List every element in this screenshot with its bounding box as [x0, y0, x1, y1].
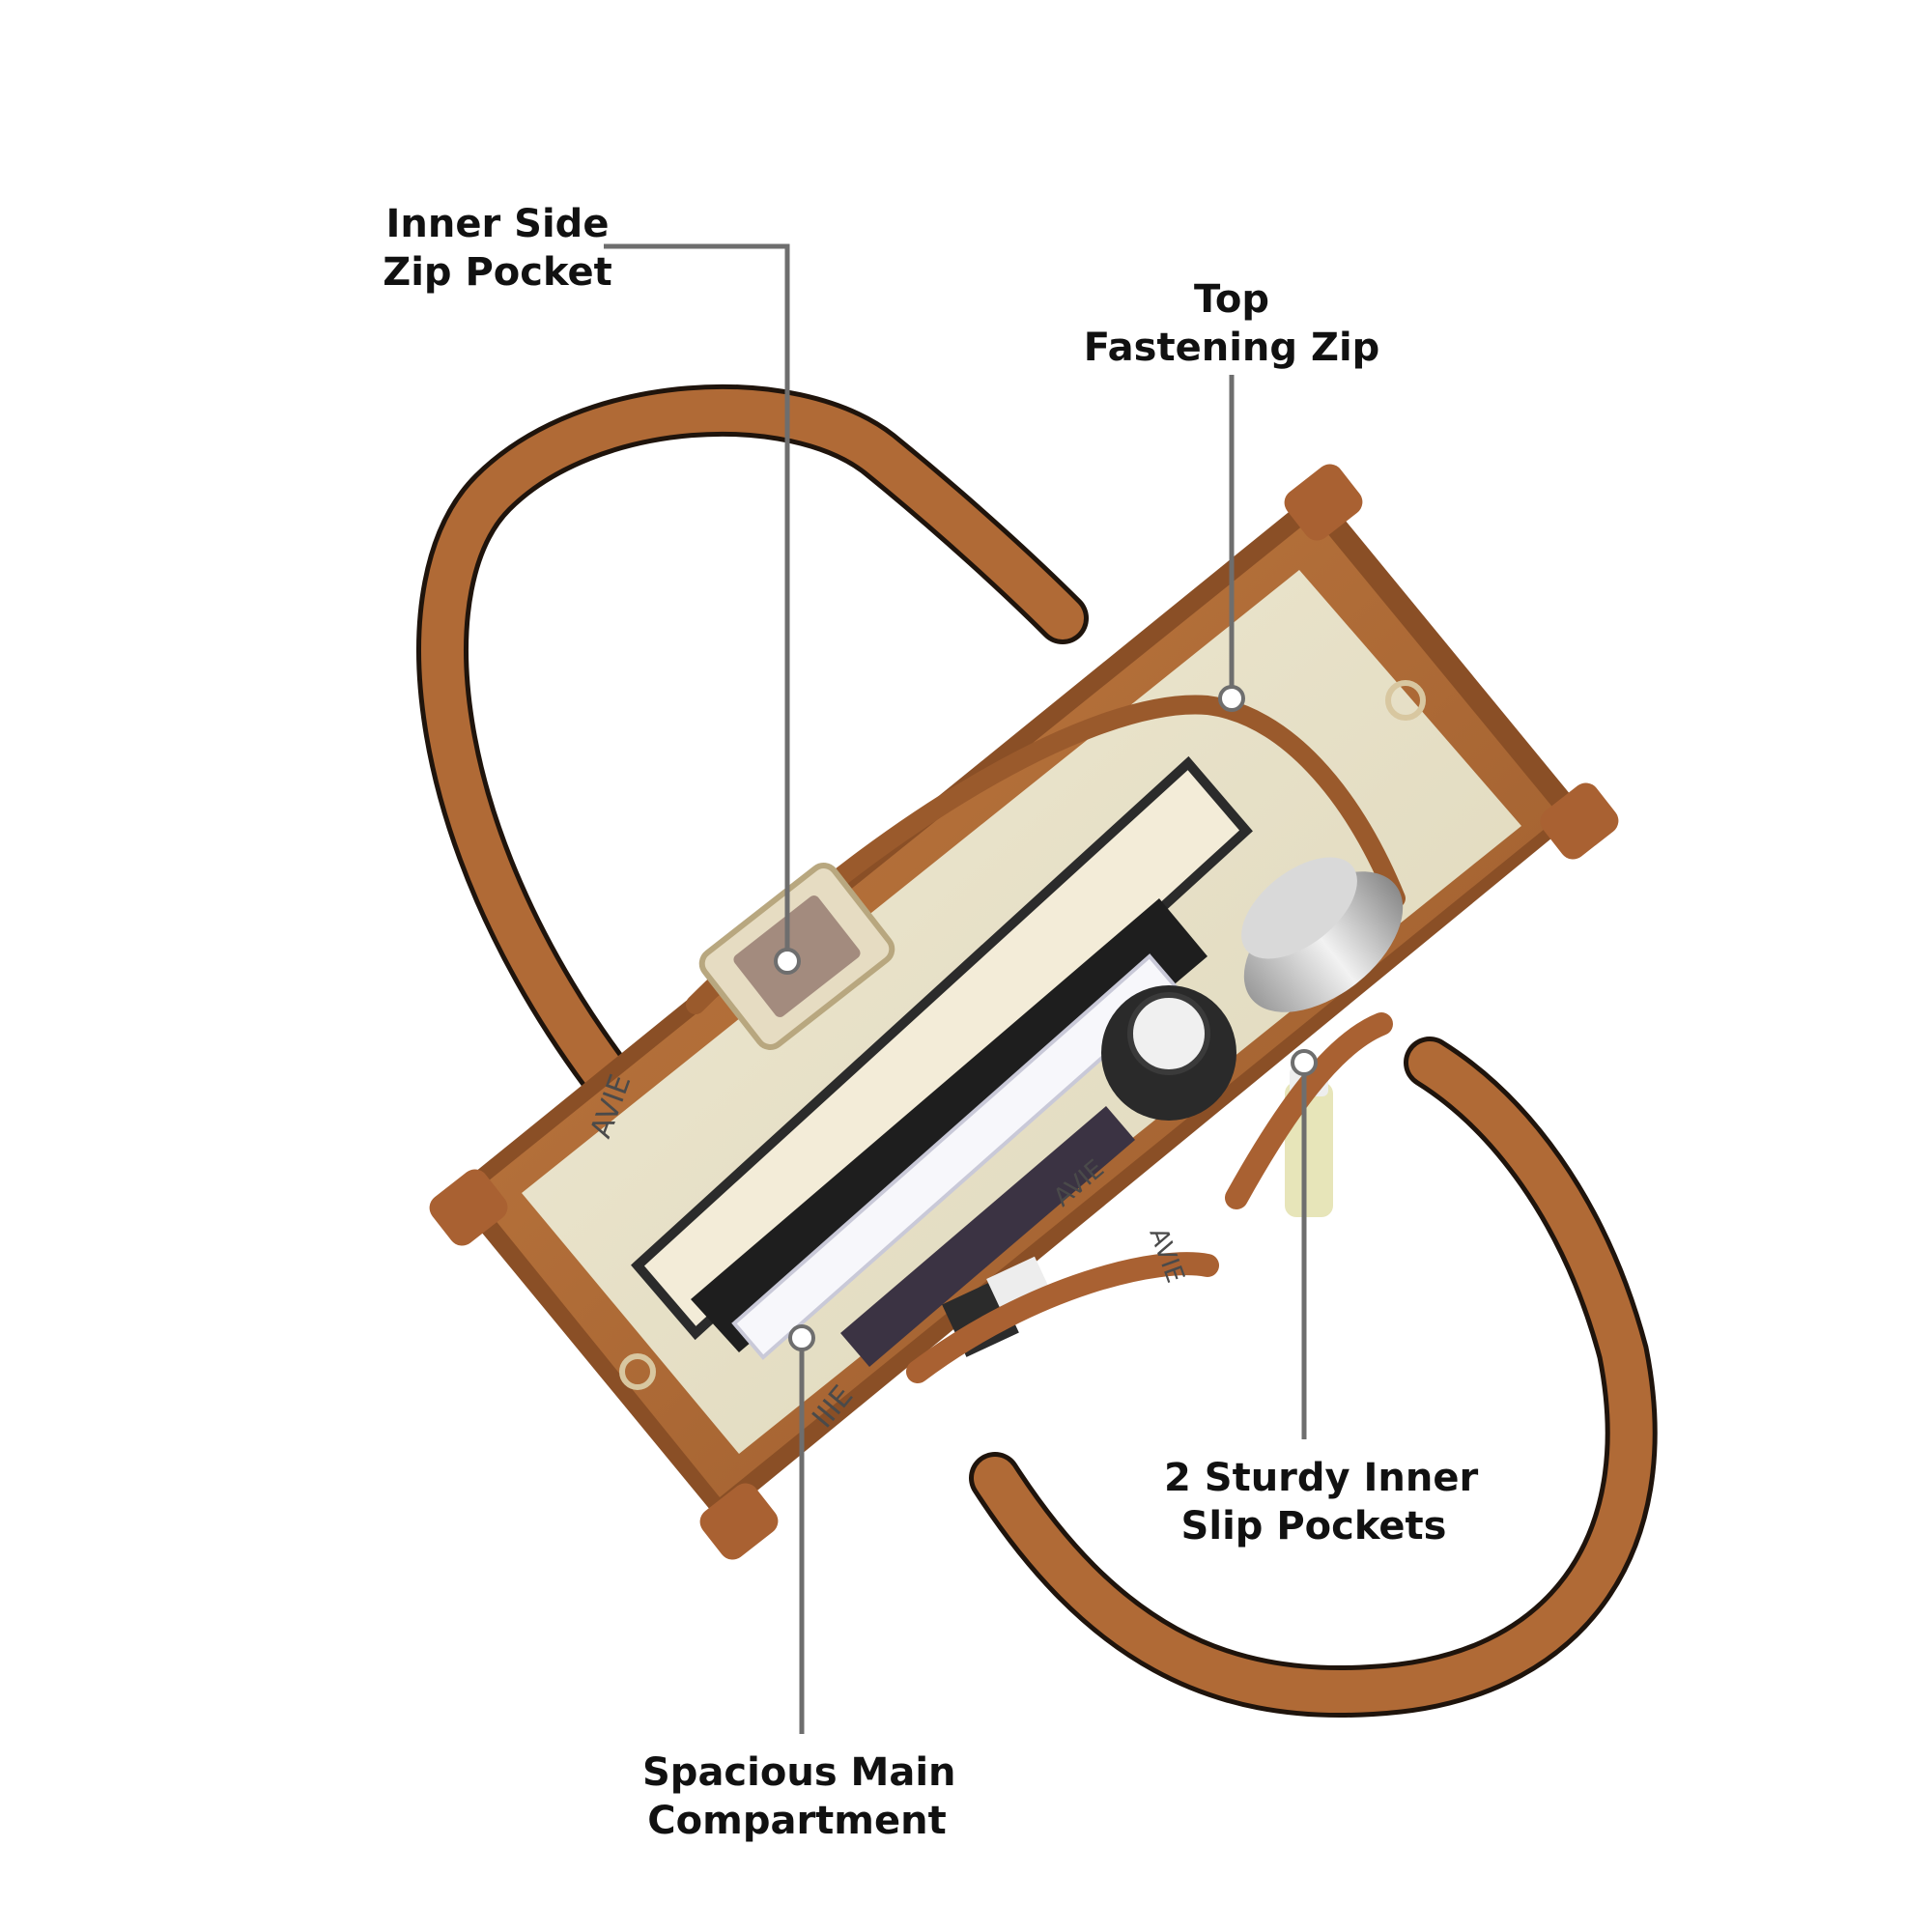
leader-lines [604, 243, 1307, 1734]
dot-top-zip [1218, 685, 1245, 712]
leader-inner-side-zip [604, 243, 790, 956]
inner-slip-pockets [906, 1012, 1393, 1383]
callout-spacious-main-compartment-line2: Compartment [647, 1799, 947, 1843]
callout-inner-side-zip-pocket-line1: Inner Side [385, 202, 610, 246]
callout-top-fastening-zip-line1: Top [1193, 277, 1270, 322]
dot-main-compartment [788, 1324, 815, 1351]
round-jar [1241, 857, 1404, 1012]
callout-inner-side-zip-pocket-line2: Zip Pocket [383, 250, 612, 295]
leader-dots [774, 685, 1318, 1351]
perfume-bottle [1101, 985, 1236, 1121]
callout-inner-side-zip-pocket: Inner Side Zip Pocket [377, 200, 618, 297]
top-zip-edge [686, 695, 1406, 1014]
callout-top-fastening-zip: Top Fastening Zip [1082, 275, 1381, 372]
handle-bottom-right [969, 1037, 1658, 1718]
dot-slip-pockets [1291, 1049, 1318, 1076]
callout-spacious-main-compartment-line1: Spacious Main [642, 1750, 956, 1795]
callout-sturdy-inner-slip-pockets: 2 Sturdy Inner Slip Pockets [1164, 1454, 1479, 1550]
callout-sturdy-inner-slip-pockets-line2: Slip Pockets [1180, 1504, 1447, 1548]
notebook-stack [631, 755, 1253, 1367]
callout-top-fastening-zip-line2: Fastening Zip [1083, 326, 1380, 370]
dot-inner-side-zip [774, 948, 801, 975]
handle-top-left [416, 384, 1089, 1098]
callout-spacious-main-compartment: Spacious Main Compartment [642, 1748, 956, 1845]
callout-sturdy-inner-slip-pockets-line1: 2 Sturdy Inner [1164, 1456, 1479, 1500]
